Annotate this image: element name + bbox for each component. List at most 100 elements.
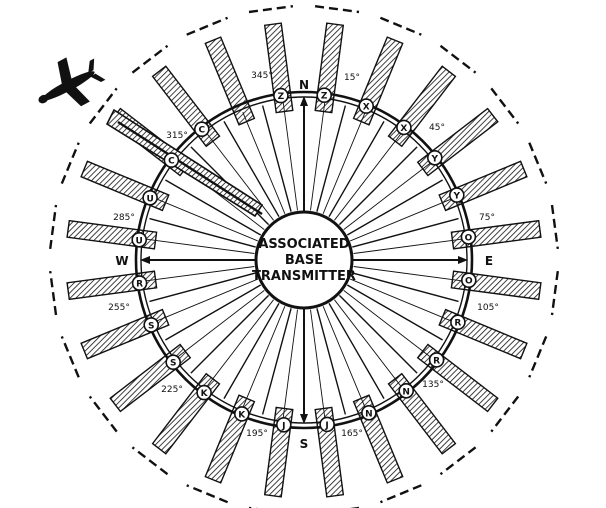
beam-sector — [387, 65, 457, 148]
beam-sector — [438, 160, 528, 212]
spoke-line — [149, 272, 256, 303]
beam-sector — [109, 343, 192, 413]
spoke-line — [176, 290, 265, 358]
dash-mark — [439, 44, 477, 74]
sector-letter-circle — [273, 87, 289, 104]
sector-letter-marker: N — [398, 382, 415, 399]
degree-label-165: 165° — [341, 429, 363, 439]
sector-letter-marker: S — [143, 317, 159, 333]
sector-letter: N — [402, 387, 410, 397]
sector-letter-marker: C — [194, 121, 210, 137]
degree-label-105: 105° — [477, 303, 499, 313]
spoke-line — [338, 146, 418, 226]
spoke-line — [316, 308, 347, 415]
sector-letter-marker: U — [142, 190, 158, 206]
spoke-line — [223, 121, 280, 218]
degree-label-225: 225° — [161, 385, 183, 395]
south-arrowhead — [300, 414, 308, 424]
sector-letter: K — [201, 389, 209, 399]
sector-letter: O — [465, 233, 473, 243]
beam-sector — [416, 343, 499, 413]
sector-letter: C — [198, 126, 205, 136]
north-arrowhead — [300, 96, 308, 106]
sector-letter-circle — [450, 314, 466, 331]
dash-mark — [379, 484, 422, 504]
compass-axes — [140, 96, 468, 424]
spoke-line — [261, 308, 292, 415]
sector-letter-marker: U — [131, 232, 147, 248]
aircraft-wing-lower — [64, 85, 90, 107]
spoke-line — [352, 217, 459, 248]
aircraft-wing — [57, 57, 72, 86]
spoke-line — [343, 290, 432, 358]
spoke-line — [145, 238, 255, 254]
sector-letter: K — [238, 410, 246, 420]
sector-letter-circle — [196, 384, 212, 401]
dash-mark — [439, 446, 477, 476]
sector-letter: S — [148, 321, 154, 331]
cardinal-south: S — [300, 437, 309, 451]
spoke-line — [282, 101, 298, 211]
dash-mark — [528, 142, 548, 185]
spoke-line — [242, 306, 286, 408]
sector-letter-marker: R — [450, 314, 466, 331]
sector-letter: O — [465, 277, 473, 287]
sector-letter-circle — [163, 152, 180, 168]
dash-mark — [60, 142, 80, 185]
sector-letter: N — [365, 409, 373, 419]
center-label-line1: ASSOCIATED — [258, 237, 349, 252]
sector-letter-circle — [398, 382, 415, 399]
beam-sector — [416, 107, 499, 177]
spoke-line — [350, 278, 452, 322]
sector-letter-circle — [165, 354, 181, 371]
spoke-line — [353, 266, 463, 282]
bearing-beam-core — [117, 120, 263, 216]
spoke-line — [316, 105, 347, 212]
spoke-line — [206, 299, 274, 388]
aircraft-bearing-beam — [105, 108, 264, 218]
sector-letter-marker: O — [460, 272, 477, 289]
spoke-line — [156, 278, 258, 322]
beam-sector — [204, 36, 256, 126]
sector-letter-marker: X — [396, 119, 412, 136]
spoke-line — [322, 112, 366, 214]
spoke-line — [261, 105, 292, 212]
transmitter-circle — [254, 210, 354, 310]
degree-labels: 345° 15° 45° 75° 105° 135° 165° 195° 225… — [108, 71, 499, 439]
sector-letter: U — [146, 194, 153, 204]
dash-mark — [49, 204, 58, 250]
sector-letter-circle — [426, 150, 443, 166]
dash-mark — [131, 44, 169, 74]
spoke-line — [346, 179, 443, 236]
sector-letter: X — [400, 124, 407, 134]
sector-letter-marker: Z — [273, 87, 289, 104]
degree-label-75: 75° — [479, 213, 495, 223]
spoke-line — [328, 121, 385, 218]
sector-letter: S — [170, 359, 176, 369]
sector-letter-marker: Z — [316, 87, 333, 103]
sector-letter-circle — [131, 275, 148, 291]
spoke-line — [165, 284, 262, 341]
sector-letter: R — [454, 319, 461, 329]
dash-mark — [550, 270, 559, 316]
sector-letter-circle — [143, 317, 159, 333]
aircraft-tail-lower — [90, 73, 106, 83]
spoke-line — [346, 284, 443, 341]
spoke-line — [149, 217, 256, 248]
sector-letter-circle — [142, 190, 158, 206]
sector-letter-marker: K — [234, 406, 250, 422]
sector-letter-marker: J — [319, 416, 335, 433]
beam-sector — [80, 308, 170, 360]
sector-letter-circle — [460, 272, 477, 289]
spoke-line — [322, 306, 366, 408]
sector-letter: J — [324, 421, 328, 431]
sector-letter-circle — [448, 187, 465, 203]
dash-mark — [248, 5, 294, 14]
spoke-line — [310, 101, 326, 211]
sector-letter-circle — [316, 87, 333, 103]
sector-letter: R — [433, 356, 440, 366]
spoke-line — [334, 132, 402, 221]
sector-letter: Y — [431, 154, 439, 164]
degree-label-15: 15° — [344, 73, 360, 83]
